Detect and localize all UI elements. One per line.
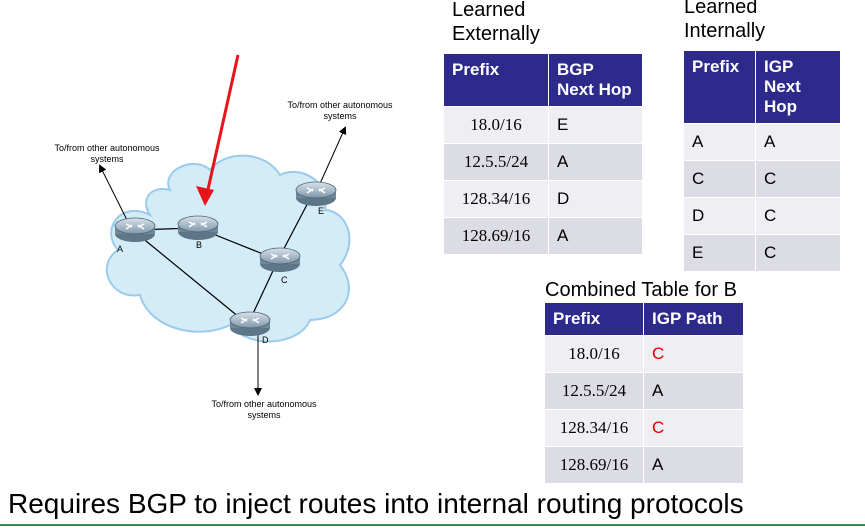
table-row: 18.0/16 E <box>443 106 643 144</box>
cell-prefix: 12.5.5/24 <box>443 143 549 181</box>
cell-prefix: D <box>683 197 756 235</box>
table-row: 128.34/16 C <box>544 409 744 447</box>
cell-igp-path: C <box>643 409 744 447</box>
table-row: D C <box>683 197 841 235</box>
cell-next-hop: C <box>755 234 841 272</box>
cloud-shape <box>105 154 351 343</box>
router-label-d: D <box>262 335 269 345</box>
cell-igp-path: A <box>643 446 744 484</box>
cell-prefix: A <box>683 123 756 161</box>
router-d-icon <box>229 311 271 336</box>
cell-prefix: C <box>683 160 756 198</box>
cell-next-hop: E <box>548 106 643 144</box>
cell-next-hop: D <box>548 180 643 218</box>
router-e-icon <box>295 181 337 206</box>
cell-igp-path: C <box>643 335 744 373</box>
cell-prefix: 128.34/16 <box>544 409 644 447</box>
table-row: 12.5.5/24 A <box>544 372 744 410</box>
router-label-b: B <box>196 240 202 250</box>
col-header-prefix: Prefix <box>683 50 756 124</box>
cell-prefix: E <box>683 234 756 272</box>
combined-table-b: Prefix IGP Path 18.0/16 C 12.5.5/24 A 12… <box>544 302 744 484</box>
router-c-icon <box>259 247 301 272</box>
table-row: A A <box>683 123 841 161</box>
table-row: 128.69/16 A <box>544 446 744 484</box>
cell-next-hop: A <box>548 143 643 181</box>
external-link-e <box>317 126 347 189</box>
table-row: 12.5.5/24 A <box>443 143 643 181</box>
cell-next-hop: C <box>755 197 841 235</box>
slide-caption: Requires BGP to inject routes into inter… <box>8 488 744 519</box>
cell-next-hop: A <box>548 217 643 255</box>
cell-prefix: 128.34/16 <box>443 180 549 218</box>
col-header-igp-next-hop: IGP Next Hop <box>755 50 841 124</box>
col-header-igp-path: IGP Path <box>643 302 744 336</box>
col-header-prefix: Prefix <box>443 53 549 107</box>
router-b-icon <box>177 215 219 240</box>
heading-learned-internally: Learned Internally <box>684 0 766 42</box>
external-link-a <box>99 164 129 223</box>
cell-prefix: 18.0/16 <box>443 106 549 144</box>
cell-prefix: 18.0/16 <box>544 335 644 373</box>
table-row: 128.34/16 D <box>443 180 643 218</box>
cell-igp-path: A <box>643 372 744 410</box>
red-pointer-arrowhead <box>196 186 214 206</box>
cell-next-hop: C <box>755 160 841 198</box>
heading-combined-table: Combined Table for B <box>545 279 737 301</box>
table-row: 128.69/16 A <box>443 217 643 255</box>
col-header-prefix: Prefix <box>544 302 644 336</box>
bgp-external-table: Prefix BGP Next Hop 18.0/16 E 12.5.5/24 … <box>443 53 643 255</box>
table-row: 18.0/16 C <box>544 335 744 373</box>
router-label-e: E <box>318 206 324 216</box>
table-row: E C <box>683 234 841 272</box>
router-label-c: C <box>281 275 288 285</box>
router-a-icon <box>114 217 156 242</box>
heading-learned-externally: Learned Externally <box>452 0 540 45</box>
cell-next-hop: A <box>755 123 841 161</box>
cell-prefix: 128.69/16 <box>443 217 549 255</box>
cell-prefix: 12.5.5/24 <box>544 372 644 410</box>
red-pointer-arrow <box>205 54 240 195</box>
bottom-divider <box>0 524 865 526</box>
col-header-bgp-next-hop: BGP Next Hop <box>548 53 643 107</box>
igp-internal-table: Prefix IGP Next Hop A A C C D C E C <box>683 50 841 272</box>
table-row: C C <box>683 160 841 198</box>
router-label-a: A <box>117 244 123 254</box>
cell-prefix: 128.69/16 <box>544 446 644 484</box>
